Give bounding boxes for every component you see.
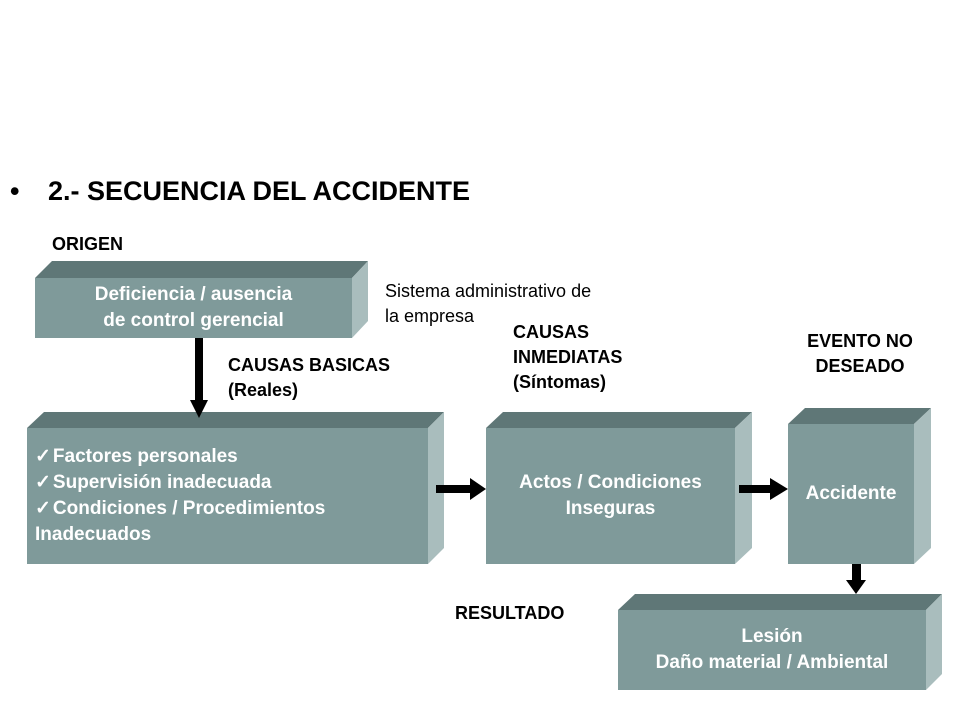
factores-item-3-label: Condiciones / Procedimientos	[52, 498, 326, 519]
box-accidente: Accidente	[788, 424, 914, 564]
lesion-box-top	[618, 594, 942, 610]
accidente-box-side	[914, 408, 931, 564]
box-deficiencia: Deficiencia / ausencia de control gerenc…	[35, 278, 352, 338]
label-causas-inmediatas-line-1: CAUSAS	[513, 322, 590, 342]
box-actos-condiciones: Actos / Condiciones Inseguras	[486, 428, 735, 564]
label-sistema-line-2: la empresa	[385, 306, 475, 326]
label-evento-line-1: EVENTO NO	[807, 331, 913, 351]
check-icon: ✓	[35, 498, 51, 519]
factores-box-top	[27, 412, 444, 428]
box-actos-line-1: Actos / Condiciones	[519, 472, 702, 493]
check-icon: ✓	[35, 446, 51, 467]
box-deficiencia-line-2: de control gerencial	[103, 310, 284, 331]
arrow-right-factores-actos	[436, 478, 486, 500]
box-factores: ✓Factores personales ✓Supervisión inadec…	[27, 428, 428, 564]
label-sistema-administrativo: Sistema administrativo de la empresa	[385, 279, 591, 329]
label-evento-no-deseado: EVENTO NO DESEADO	[770, 329, 950, 379]
factores-item-1: ✓Factores personales	[35, 444, 325, 470]
actos-box-side	[735, 412, 752, 564]
actos-box-top	[486, 412, 752, 428]
label-causas-inmediatas-line-2: INMEDIATAS	[513, 347, 623, 367]
accidente-box-top	[788, 408, 931, 424]
factores-item-2: ✓Supervisión inadecuada	[35, 470, 325, 496]
box-actos-line-2: Inseguras	[565, 498, 656, 519]
check-icon: ✓	[35, 472, 51, 493]
arrow-down-origen	[190, 338, 208, 418]
box-deficiencia-line-1: Deficiencia / ausencia	[94, 284, 293, 305]
box-lesion-line-2: Daño material / Ambiental	[655, 652, 889, 673]
label-resultado: RESULTADO	[455, 603, 565, 623]
factores-item-1-label: Factores personales	[52, 446, 238, 467]
deficiencia-box-top	[35, 261, 368, 278]
label-sistema-line-1: Sistema administrativo de	[385, 281, 592, 301]
label-origen: ORIGEN	[52, 234, 124, 254]
box-lesion: Lesión Daño material / Ambiental	[618, 610, 926, 690]
page-title: • 2.- SECUENCIA DEL ACCIDENTE	[10, 176, 470, 207]
arrow-right-actos-accidente	[739, 478, 788, 500]
label-evento-line-2: DESEADO	[815, 356, 905, 376]
arrow-down-resultado	[846, 564, 866, 594]
deficiencia-box-side	[352, 261, 368, 338]
lesion-box-side	[926, 594, 942, 690]
factores-item-2-label: Supervisión inadecuada	[52, 472, 272, 493]
label-causas-inmediatas: CAUSAS INMEDIATAS (Síntomas)	[513, 320, 622, 395]
factores-item-3: ✓Condiciones / Procedimientos	[35, 496, 325, 522]
title-bullet: •	[10, 176, 20, 206]
box-accidente-label: Accidente	[805, 483, 897, 504]
label-causas-basicas-line-2: (Reales)	[228, 380, 299, 400]
label-causas-basicas-line-1: CAUSAS BASICAS	[228, 355, 391, 375]
box-lesion-line-1: Lesión	[741, 626, 803, 647]
label-causas-inmediatas-line-3: (Síntomas)	[513, 372, 607, 392]
title-text: 2.- SECUENCIA DEL ACCIDENTE	[48, 176, 471, 206]
factores-box-side	[428, 412, 444, 564]
label-causas-basicas: CAUSAS BASICAS (Reales)	[228, 353, 390, 403]
factores-continuation: Inadecuados	[35, 524, 152, 545]
